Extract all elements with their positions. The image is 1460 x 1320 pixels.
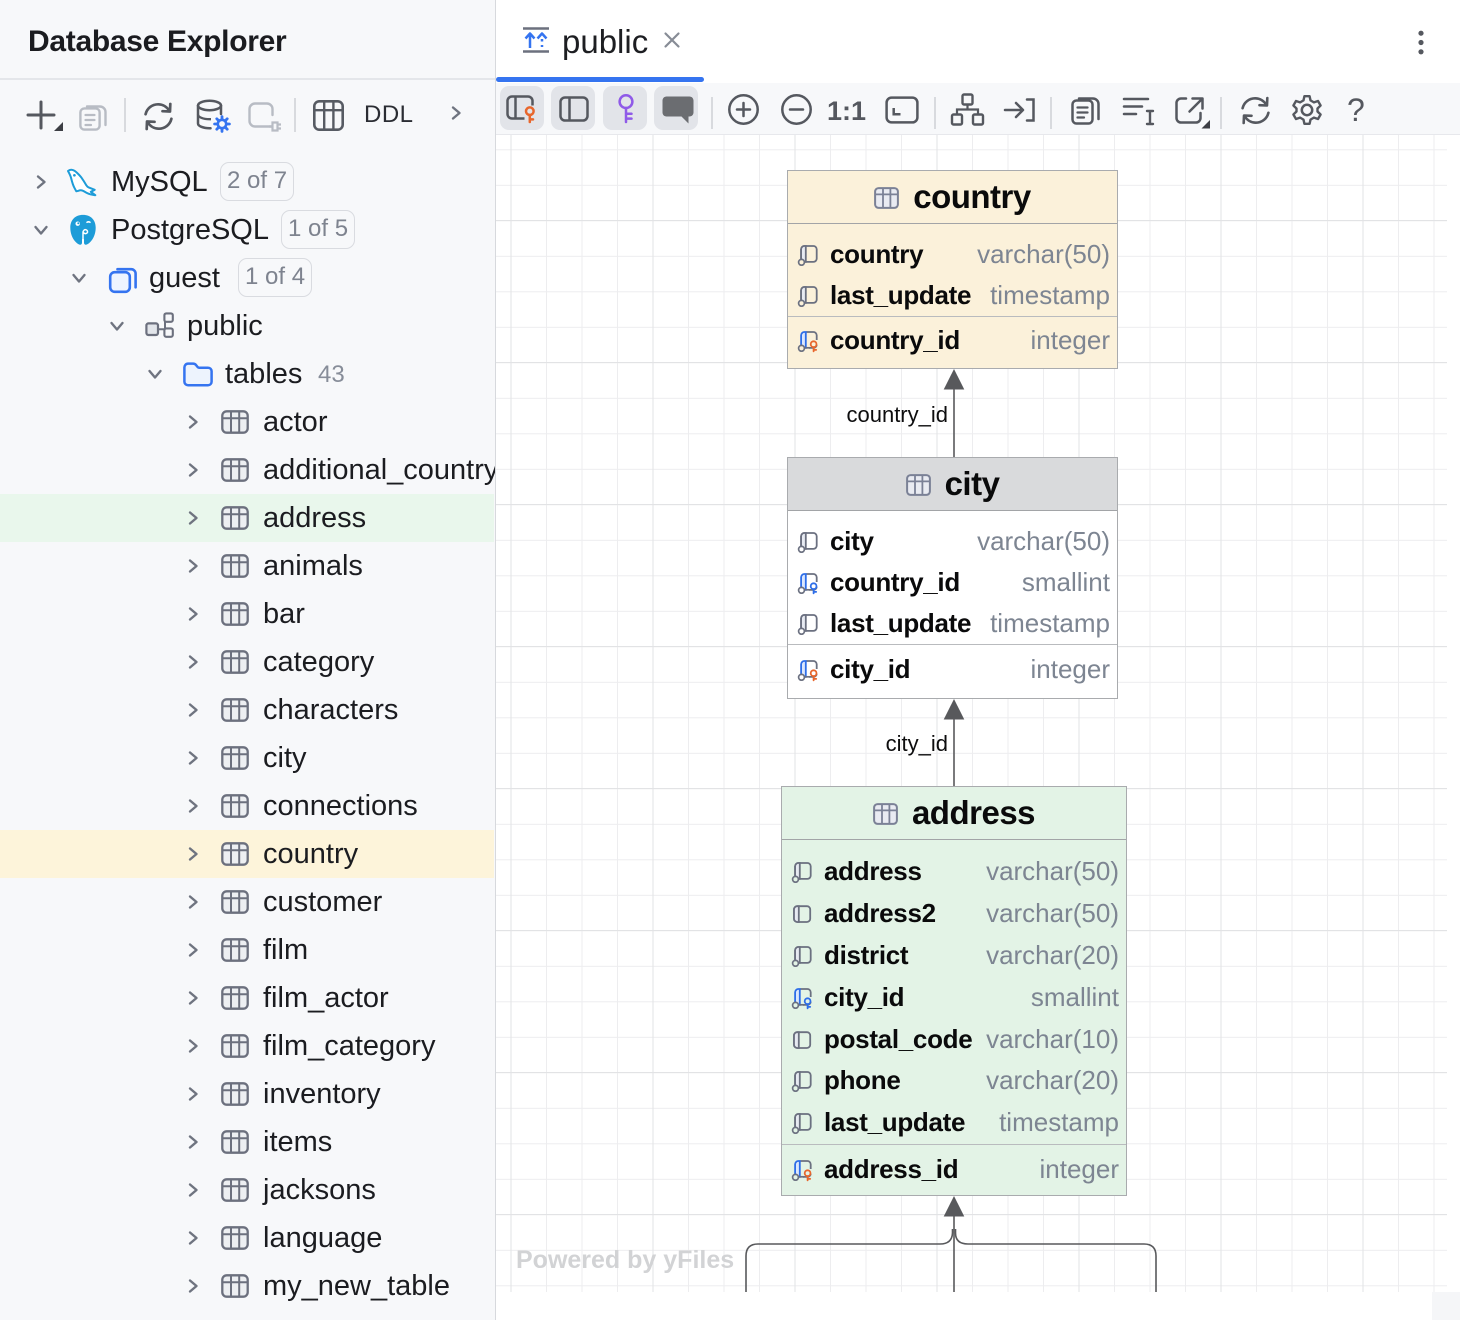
svg-text:country_id: country_id <box>846 402 948 427</box>
svg-text:city_id: city_id <box>886 731 948 756</box>
svg-text:Powered by yFiles: Powered by yFiles <box>516 1246 734 1274</box>
